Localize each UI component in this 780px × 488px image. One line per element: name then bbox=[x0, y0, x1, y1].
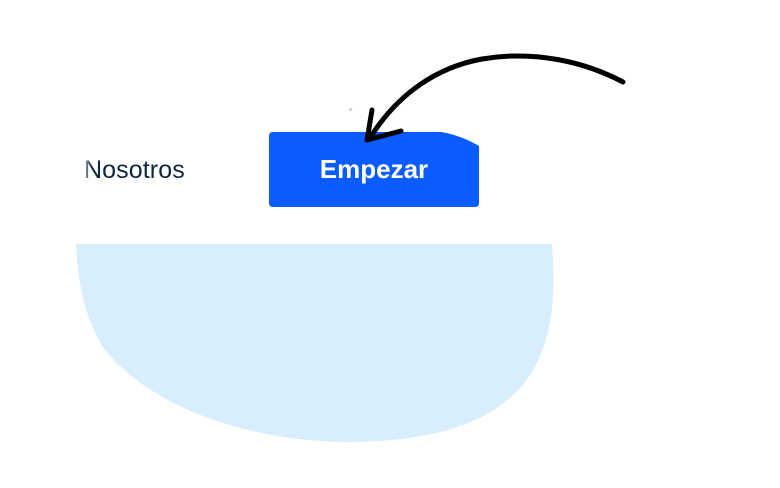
empezar-button-label: Empezar bbox=[319, 154, 429, 184]
nav-link-nosotros[interactable]: Nosotros bbox=[84, 156, 185, 184]
empezar-button-shape bbox=[269, 132, 479, 207]
empezar-button[interactable]: Empezar bbox=[269, 132, 479, 207]
